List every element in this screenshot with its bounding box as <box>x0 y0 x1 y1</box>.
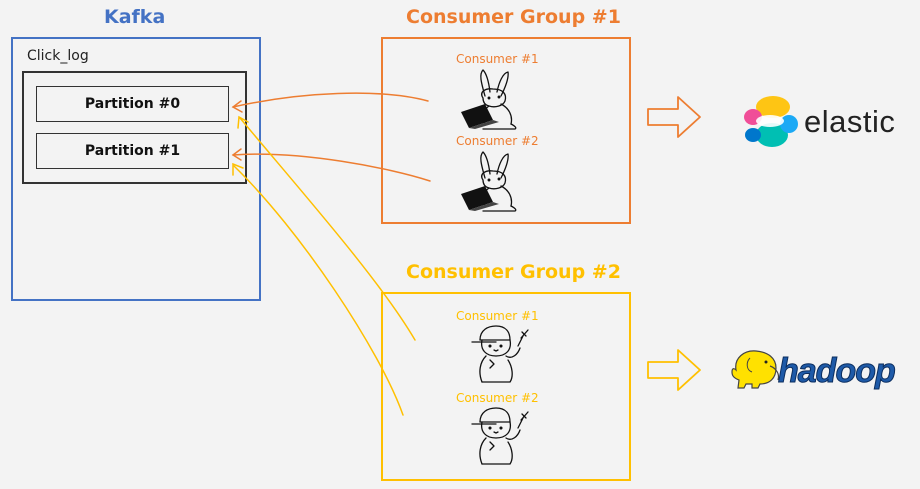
kafka-title: Kafka <box>104 6 166 28</box>
hollow-arrow-icon <box>647 96 701 138</box>
cg2-consumer-1-arrow <box>239 117 416 341</box>
cg1-consumer-2-arrow <box>232 153 431 182</box>
topic-box <box>22 71 247 184</box>
partition-0-label: Partition #0 <box>84 96 181 112</box>
bear-wrench-icon <box>471 325 529 383</box>
cg2-consumer-1-label: Consumer #1 <box>456 309 539 323</box>
cg2-consumer-2-arrow <box>233 165 404 416</box>
consumer-group-2-title: Consumer Group #2 <box>406 261 621 283</box>
partition-0: Partition #0 <box>36 86 229 122</box>
elastic-logo-icon <box>744 96 798 147</box>
hadoop-elephant-icon <box>731 350 780 389</box>
cg1-consumer-1-label: Consumer #1 <box>456 52 539 66</box>
consumer-group-1-box <box>381 37 631 224</box>
cg2-consumer-2-label: Consumer #2 <box>456 391 539 405</box>
elastic-wordmark: elastic <box>804 104 896 139</box>
consumer-group-1-title: Consumer Group #1 <box>406 6 621 28</box>
consumer-group-2-box <box>381 292 631 481</box>
partition-1-label: Partition #1 <box>84 143 181 159</box>
topic-label: Click_log <box>27 48 89 64</box>
hadoop-wordmark: hadoop <box>778 352 897 391</box>
cg1-consumer-2-label: Consumer #2 <box>456 134 539 148</box>
cg1-consumer-1-arrow <box>232 92 429 108</box>
hollow-arrow-icon <box>647 349 701 391</box>
rabbit-laptop-icon <box>461 69 517 130</box>
partition-1: Partition #1 <box>36 133 229 169</box>
rabbit-laptop-icon <box>461 151 517 212</box>
kafka-cluster-box <box>11 37 261 301</box>
bear-wrench-icon <box>471 407 529 465</box>
